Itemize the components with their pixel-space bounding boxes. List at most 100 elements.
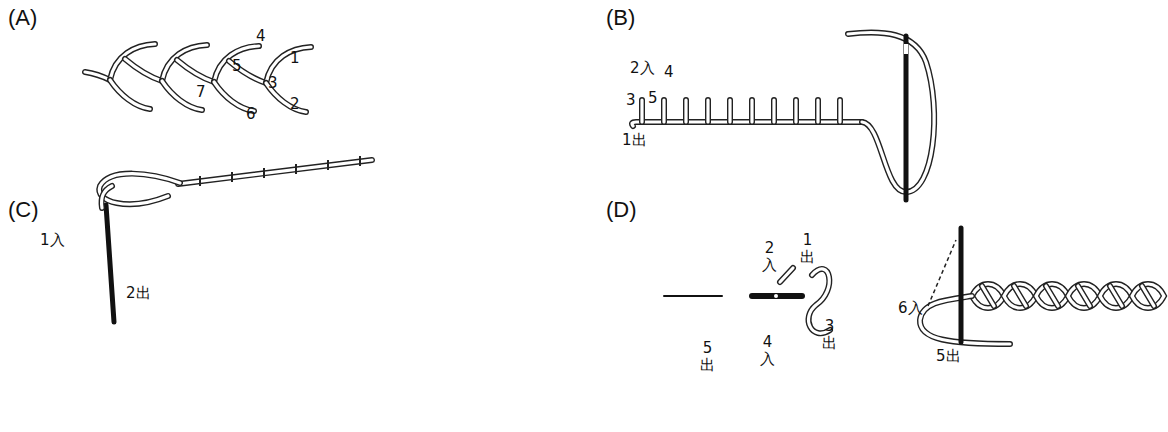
thread-outline: [110, 80, 150, 109]
callout-number: 5: [648, 90, 658, 107]
thread: [662, 100, 665, 122]
needle-eye: [904, 44, 908, 54]
thread: [1100, 284, 1132, 308]
needle: [959, 228, 964, 342]
step-label: 2出: [126, 285, 151, 302]
thread-outline: [780, 268, 793, 282]
thread: [728, 100, 731, 122]
thread: [1014, 286, 1026, 306]
stitch-mark: [359, 156, 361, 166]
thread: [1004, 284, 1036, 308]
callout-number: 3: [268, 75, 278, 92]
thread-outline: [1078, 286, 1090, 306]
step-label: 6入: [898, 300, 923, 317]
thread: [178, 160, 372, 184]
thread: [1078, 286, 1090, 306]
thread: [794, 100, 797, 122]
thread-outline: [749, 100, 755, 122]
thread: [706, 100, 709, 122]
needle: [904, 36, 909, 200]
thread: [1046, 286, 1058, 306]
thread: [101, 186, 112, 208]
stitch-mark: [295, 164, 297, 174]
thread-outline: [727, 100, 733, 122]
callout-number: 6: [246, 106, 256, 123]
step-label: 5出: [936, 348, 961, 365]
thread-outline: [1004, 284, 1036, 308]
thread: [848, 32, 934, 192]
step-label: 1出: [622, 132, 647, 149]
panel-letter: (C): [8, 198, 39, 222]
thread-outline: [705, 100, 711, 122]
thread-outline: [815, 100, 821, 122]
thread: [780, 268, 793, 282]
callout-number: 2: [290, 96, 300, 113]
thread-outline: [982, 286, 994, 306]
thread: [1132, 284, 1164, 308]
callout-number: 5: [232, 58, 242, 75]
thread-outline: [1142, 286, 1154, 306]
thread-outline: [1036, 284, 1068, 308]
thread-outline: [1068, 284, 1100, 308]
thread: [640, 100, 643, 122]
panel-letter: (D): [606, 198, 637, 222]
thread: [684, 100, 687, 122]
step-label: 1出: [800, 232, 815, 265]
needle: [664, 295, 722, 297]
guide-line: [928, 240, 956, 306]
thread-outline: [1110, 286, 1122, 306]
thread: [110, 80, 150, 109]
thread-outline: [793, 100, 799, 122]
thread-outline: [639, 100, 645, 122]
thread-outline: [1046, 286, 1058, 306]
thread: [125, 59, 162, 81]
panel-letter: (B): [606, 6, 635, 30]
thread: [1036, 284, 1068, 308]
callout-number: 4: [664, 64, 674, 81]
thread-outline: [177, 60, 214, 82]
thread-outline: [178, 160, 372, 184]
step-label: 4入: [760, 334, 775, 367]
thread: [972, 284, 1004, 308]
step-label: 5出: [700, 340, 715, 373]
needle: [752, 293, 802, 299]
panel-letter: (A): [8, 6, 37, 30]
thread: [1142, 286, 1154, 306]
callout-number: 3: [626, 92, 636, 109]
step-label: 2入: [762, 240, 777, 273]
needle-eye: [774, 294, 778, 298]
thread-outline: [1100, 284, 1132, 308]
thread: [982, 286, 994, 306]
step-label: 2入: [630, 60, 655, 77]
step-label: 1入: [40, 232, 65, 249]
thread-outline: [101, 186, 112, 208]
thread: [772, 100, 775, 122]
thread-outline: [920, 296, 1010, 344]
thread: [750, 100, 753, 122]
stitch-mark: [263, 168, 265, 178]
thread-outline: [1132, 284, 1164, 308]
thread-outline: [837, 100, 843, 122]
thread: [920, 296, 1010, 344]
stitch-mark: [199, 176, 201, 186]
stitch-mark: [327, 160, 329, 170]
callout-number: 7: [196, 84, 206, 101]
thread: [1110, 286, 1122, 306]
callout-number: 4: [256, 28, 266, 45]
step-label: 3出: [822, 318, 837, 351]
thread: [85, 72, 110, 80]
thread: [1068, 284, 1100, 308]
thread-outline: [661, 100, 667, 122]
thread: [177, 60, 214, 82]
thread-outline: [683, 100, 689, 122]
needle: [106, 205, 114, 322]
thread-outline: [85, 72, 110, 80]
thread: [816, 100, 819, 122]
thread-outline: [848, 32, 934, 192]
stitch-mark: [231, 172, 233, 182]
callout-number: 1: [290, 50, 300, 67]
thread-outline: [125, 59, 162, 81]
thread: [838, 100, 841, 122]
